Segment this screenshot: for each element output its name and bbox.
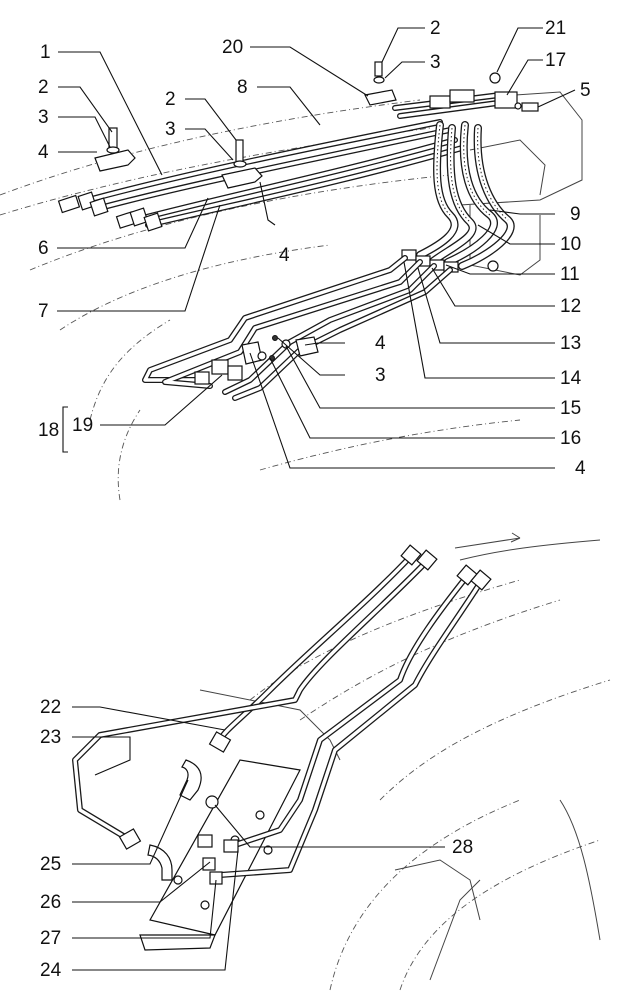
- callout-28: 28: [452, 837, 473, 858]
- callout-5: 5: [580, 80, 591, 101]
- callout-6: 6: [38, 238, 49, 259]
- callout-3-right: 3: [375, 365, 386, 386]
- callout-18: 18: [38, 420, 59, 441]
- callout-4-bottom: 4: [575, 458, 586, 479]
- callout-1: 1: [40, 42, 51, 63]
- callout-2-top: 2: [430, 18, 441, 39]
- flexible-hoses: [401, 121, 515, 273]
- callout-4-right: 4: [375, 333, 386, 354]
- callout-9: 9: [570, 204, 581, 225]
- callout-12: 12: [560, 296, 581, 317]
- callout-24: 24: [40, 960, 62, 981]
- callout-23: 23: [40, 727, 61, 748]
- valve-cluster: [194, 335, 319, 385]
- callout-25: 25: [40, 854, 61, 875]
- lower-fittings: [118, 544, 492, 885]
- upper-frame-outline: [0, 91, 583, 501]
- callout-4-left: 4: [38, 142, 49, 163]
- callout-17: 17: [545, 50, 566, 71]
- callout-16: 16: [560, 428, 581, 449]
- callout-11: 11: [560, 264, 580, 285]
- callout-2-middle: 2: [165, 89, 176, 110]
- clamp-left: [94, 127, 136, 172]
- clamp-20: [364, 61, 397, 106]
- left-fittings: [57, 191, 163, 232]
- callout-10: 10: [560, 234, 581, 255]
- callout-22: 22: [40, 697, 61, 718]
- right-union-block: [429, 72, 539, 112]
- callout-2-left: 2: [38, 77, 49, 98]
- callout-27: 27: [40, 928, 61, 949]
- callout-3-middle: 3: [165, 119, 176, 140]
- clamp-middle: [221, 139, 263, 189]
- callout-8: 8: [237, 77, 248, 98]
- callout-21: 21: [545, 18, 566, 39]
- callout-14: 14: [560, 368, 582, 389]
- lower-pipes: [72, 552, 485, 878]
- callout-4-center: 4: [279, 245, 290, 266]
- callout-20: 20: [222, 37, 243, 58]
- callout-13: 13: [560, 333, 581, 354]
- callout-3-left: 3: [38, 107, 49, 128]
- callout-labels: 1 2 3 4 2 3 8 20 2 3 21 17 5 9 10 11 12 …: [38, 18, 591, 981]
- pipe-lower-group: [142, 255, 453, 401]
- callout-7: 7: [38, 301, 49, 322]
- leader-lines: [57, 27, 576, 971]
- callout-26: 26: [40, 892, 61, 913]
- callout-19: 19: [72, 415, 93, 436]
- callout-3-top: 3: [430, 52, 441, 73]
- callout-15: 15: [560, 398, 581, 419]
- lower-frame-outline: [199, 532, 611, 991]
